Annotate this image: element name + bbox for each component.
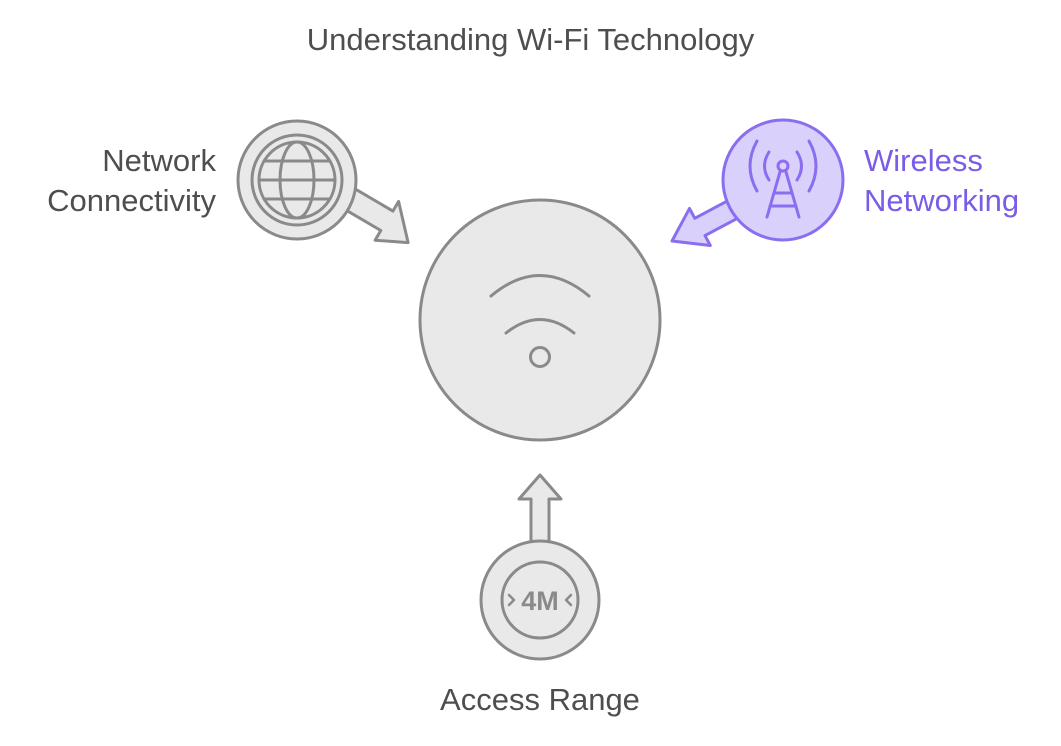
network-connectivity-arrow — [339, 186, 410, 245]
network-connectivity-label-line-2: Connectivity — [47, 183, 216, 218]
wireless-networking-node — [670, 118, 845, 247]
wireless-networking-label-line-1: Wireless — [864, 143, 983, 178]
access-range-node: 4M — [479, 473, 601, 661]
globe-icon — [257, 140, 337, 220]
network-connectivity-node — [236, 119, 410, 245]
center-node — [418, 198, 662, 442]
range-4m-icon — [500, 560, 580, 640]
wireless-networking-label-line-2: Networking — [864, 183, 1020, 218]
range-chevrons — [507, 593, 573, 607]
wifi-icon — [489, 274, 591, 368]
antenna-tower-icon — [748, 139, 818, 219]
range-4m-text: 4M — [521, 586, 559, 616]
wireless-networking-circle — [721, 118, 845, 242]
diagram-title: Understanding Wi-Fi Technology — [306, 22, 755, 57]
network-connectivity-label-line-1: Network — [102, 143, 216, 178]
wireless-networking-label: Wireless Networking — [864, 141, 1019, 221]
wireless-networking-arrow — [670, 195, 747, 247]
access-range-arrow — [517, 473, 563, 547]
network-connectivity-label: Network Connectivity — [47, 141, 216, 221]
access-range-label: Access Range — [440, 682, 640, 717]
